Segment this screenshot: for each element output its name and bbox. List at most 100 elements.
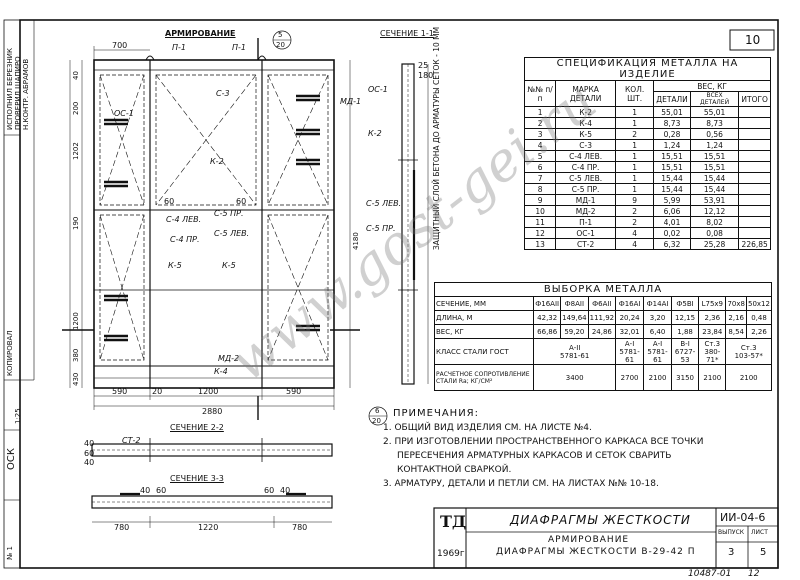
main-elevation	[62, 30, 388, 426]
note-line: КОНТАКТНОЙ СВАРКОЙ.	[397, 465, 512, 475]
mark-md2: МД-2	[218, 354, 240, 363]
dim-40: 40	[280, 486, 291, 495]
spec-cell: 15,44	[689, 172, 740, 184]
spec-col-qty: КОЛ. ШТ.	[615, 80, 655, 107]
cut-marker-20: 20	[276, 41, 285, 49]
dim-190: 190	[72, 216, 80, 230]
cut-marker-20b: 20	[372, 417, 381, 425]
dim-40: 40	[84, 439, 95, 448]
spec-cell: 15,44	[653, 183, 691, 195]
issue-number: 3	[728, 547, 735, 558]
vyb-cell: 59,20	[560, 324, 589, 339]
mark-c3: С-3	[216, 89, 230, 98]
dim-60: 60	[156, 486, 167, 495]
mark-c5-left: С-5 ЛЕВ.	[214, 229, 250, 238]
sheet-index: 5	[760, 547, 767, 558]
year-label: 1969г.	[437, 549, 468, 559]
dim-40: 40	[84, 458, 95, 467]
spec-col-w2: ВСЕХ ДЕТАЛЕЙ	[689, 91, 740, 107]
spec-cell: 15,51	[653, 161, 691, 173]
vyb-row-label: ДЛИНА, М	[433, 310, 535, 325]
gost-value: 5781-61	[560, 351, 590, 360]
spec-cell: С-5 ЛЕВ.	[555, 172, 617, 184]
spec-cell: 9	[523, 194, 557, 206]
spec-total-cell	[738, 139, 771, 151]
vyb-cell: 50х12	[745, 296, 773, 311]
vyb-cell: 2,16	[725, 310, 747, 325]
spec-cell: 11	[523, 216, 557, 228]
issue-label: ВЫПУСК	[718, 529, 745, 536]
spec-cell: 4,01	[653, 216, 691, 228]
stamp-executed: ИСПОЛНИЛ БЕРЕЗНИК	[6, 48, 14, 130]
spec-cell: 4	[615, 227, 655, 239]
spec-cell: 4	[615, 238, 655, 250]
spec-cell: П-1	[555, 216, 617, 228]
dim-60: 60	[264, 486, 275, 495]
page-number: 12	[748, 569, 760, 579]
side-strip	[3, 19, 21, 569]
spec-total-cell	[738, 128, 771, 140]
note-line: 1. ОБЩИЙ ВИД ИЗДЕЛИЯ СМ. НА ЛИСТЕ №4.	[383, 423, 592, 433]
dim-180: 180	[418, 71, 434, 80]
spec-cell: 0,28	[653, 128, 691, 140]
vyb-cell: 8,54	[725, 324, 747, 339]
vyb-cell: 70х8	[725, 296, 747, 311]
spec-cell: 8,73	[653, 117, 691, 129]
spec-cell: 5,99	[653, 194, 691, 206]
dim-590: 590	[286, 387, 302, 396]
spec-cell: 8,73	[689, 117, 740, 129]
title-block-lines	[433, 507, 779, 569]
spec-cell: ОС-1	[555, 227, 617, 239]
mark-k2: К-2	[368, 129, 382, 138]
spec-total-cell	[738, 216, 771, 228]
sheet-number: 10	[745, 33, 761, 47]
note-line: 3. АРМАТУРУ, ДЕТАЛИ И ПЕТЛИ СМ. НА ЛИСТА…	[383, 479, 659, 489]
vyb-calc-cell: 3150	[671, 364, 700, 391]
spec-cell: 0,56	[689, 128, 740, 140]
mark-k2: К-2	[210, 157, 224, 166]
note-line: ПЕРЕСЕЧЕНИЯ АРМАТУРНЫХ КАРКАСОВ И СЕТОК …	[397, 451, 672, 461]
spec-col-mark: МАРКА ДЕТАЛИ	[555, 80, 617, 107]
drawing-name: ДИАФРАГМЫ ЖЕСТКОСТИ	[510, 513, 691, 527]
spec-cell: 12,12	[689, 205, 740, 217]
spec-cell: 1	[615, 106, 655, 118]
dim-60: 60	[84, 449, 95, 458]
view-title-section-1-1: СЕЧЕНИЕ 1-1	[380, 29, 434, 38]
vyb-cell: 1,88	[671, 324, 700, 339]
spec-cell: 9	[615, 194, 655, 206]
class-value: В-I	[680, 339, 690, 348]
spec-cell: 1	[615, 117, 655, 129]
view-title-section-3-3: СЕЧЕНИЕ 3-3	[170, 474, 224, 483]
vyb-cell: 6,40	[643, 324, 673, 339]
mark-oc1: ОС-1	[114, 109, 134, 118]
spec-total-cell	[738, 172, 771, 184]
vyb-cell: Ф6АII	[587, 296, 617, 311]
vyb-cell: L75х9	[698, 296, 727, 311]
vyb-cell: 32,01	[615, 324, 645, 339]
spec-col-total: ИТОГО	[738, 91, 771, 107]
gost-value: 5781-61	[647, 347, 668, 364]
spec-cell: 15,44	[689, 183, 740, 195]
mark-c5-left-r: С-5 ЛЕВ.	[366, 199, 402, 208]
class-value: А-I	[652, 339, 663, 348]
spec-cell: 53,91	[689, 194, 740, 206]
spec-total-cell	[738, 106, 771, 118]
vyb-cell: 0,48	[745, 310, 773, 325]
class-value: А-II	[568, 343, 581, 352]
stamp-nkontr: Н.КОНТР. АБРАМОВ	[22, 58, 30, 130]
spec-cell: 6,06	[653, 205, 691, 217]
spec-cell: 1	[615, 150, 655, 162]
mark-c4-left: С-4 ЛЕВ.	[166, 215, 202, 224]
spec-total-cell: 226,85	[738, 238, 771, 250]
vyb-cell: Ф8АII	[560, 296, 589, 311]
vyb-cell: 42,32	[533, 310, 562, 325]
spec-total-cell	[738, 194, 771, 206]
class-value: А-I	[624, 339, 635, 348]
